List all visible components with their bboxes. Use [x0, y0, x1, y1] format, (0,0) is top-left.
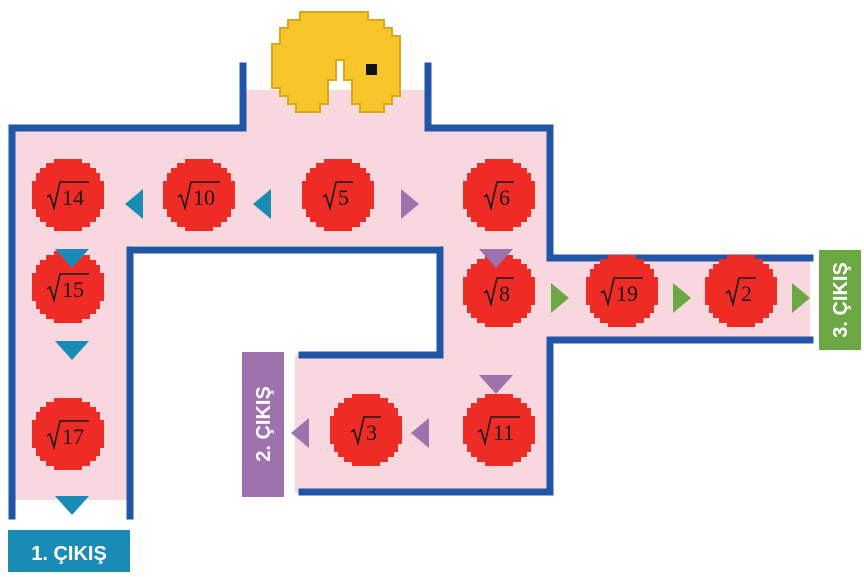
- pellet-circle: [302, 159, 374, 231]
- pellet-circle: [32, 251, 104, 323]
- exit-1-badge: [8, 530, 130, 572]
- pellet-circle: [463, 255, 535, 327]
- exit-1-label: 1. ÇIKIŞ: [8, 530, 130, 572]
- arrow-left-3: [411, 418, 429, 448]
- radical-sign: [477, 416, 520, 447]
- exit-2-text: 2. ÇIKIŞ: [253, 386, 275, 462]
- exit-3-badge: [819, 250, 861, 350]
- radical-sign: [483, 277, 514, 308]
- pellet-sqrt8: 8: [463, 255, 535, 327]
- arrow-down-3: [55, 496, 89, 515]
- pellet-circle: [330, 394, 402, 466]
- pellet-sqrt5: 5: [302, 159, 374, 231]
- pellet-radicand: 11: [493, 420, 514, 445]
- outer-wall-top-left: [8, 62, 247, 520]
- exit-2-label: 2. ÇIKIŞ: [242, 352, 284, 497]
- arrow-group: [55, 189, 810, 515]
- radical-sign: [322, 181, 353, 212]
- arrow-right-3: [673, 283, 691, 313]
- radical-sign: [600, 277, 643, 308]
- arrow-right-2: [551, 283, 569, 313]
- pellet-radicand: 6: [499, 185, 510, 210]
- pellet-radicand: 17: [62, 424, 84, 449]
- pellet-sqrt3: 3: [330, 394, 402, 466]
- exit-2-badge: [242, 352, 284, 497]
- arrow-right-4: [792, 283, 810, 313]
- radical-sign: [177, 181, 220, 212]
- exit-1-text: 1. ÇIKIŞ: [31, 543, 107, 565]
- pellet-circle: [163, 159, 235, 231]
- radical-sign: [483, 181, 514, 212]
- pellet-radicand: 8: [499, 281, 510, 306]
- arrow-left-2: [253, 189, 271, 219]
- exit-3-label: 3. ÇIKIŞ: [819, 250, 861, 350]
- arrow-left-1: [125, 189, 143, 219]
- pellet-radicand: 10: [193, 185, 215, 210]
- pacman-eye: [366, 64, 377, 75]
- pellet-circle: [705, 255, 777, 327]
- arrow-left-4: [291, 418, 309, 448]
- pellet-radicand: 2: [741, 281, 752, 306]
- radical-sign: [350, 416, 381, 447]
- pellet-radicand: 15: [62, 277, 84, 302]
- pacman-character: [271, 11, 401, 113]
- pellet-sqrt15: 15: [32, 251, 104, 323]
- pellet-sqrt14: 14: [32, 159, 104, 231]
- pellet-sqrt2: 2: [705, 255, 777, 327]
- maze-walls: [8, 62, 814, 520]
- pellet-circle: [32, 159, 104, 231]
- pacman-body: [271, 11, 401, 113]
- arrow-down-5: [479, 375, 513, 394]
- radical-sign: [725, 277, 756, 308]
- pellet-sqrt6: 6: [463, 159, 535, 231]
- pellet-sqrt10: 10: [163, 159, 235, 231]
- pellet-circle: [463, 394, 535, 466]
- radical-sign: [46, 273, 89, 304]
- pellet-sqrt17: 17: [32, 398, 104, 470]
- inner-wall-left: [126, 246, 444, 520]
- pellet-circle: [32, 398, 104, 470]
- pellet-circle: [463, 159, 535, 231]
- outer-wall-top-right: [424, 62, 814, 262]
- arrow-down-4: [479, 249, 513, 268]
- pellet-radicand: 14: [62, 185, 84, 210]
- outer-wall-right-lower: [298, 336, 814, 496]
- pellet-radicand: 19: [616, 281, 638, 306]
- arrow-down-1: [55, 249, 89, 268]
- pellet-circle: [586, 255, 658, 327]
- arrow-down-2: [55, 341, 89, 360]
- pellet-sqrt19: 19: [586, 255, 658, 327]
- pellet-radicand: 3: [366, 420, 377, 445]
- pellet-radicand: 5: [338, 185, 349, 210]
- pellet-group: 14 10 5 6 15 17 8 19 2 11 3: [32, 159, 777, 470]
- exit-3-text: 3. ÇIKIŞ: [830, 262, 852, 338]
- arrow-right-1: [401, 189, 419, 219]
- radical-sign: [46, 420, 89, 451]
- pellet-sqrt11: 11: [463, 394, 535, 466]
- radical-sign: [46, 181, 89, 212]
